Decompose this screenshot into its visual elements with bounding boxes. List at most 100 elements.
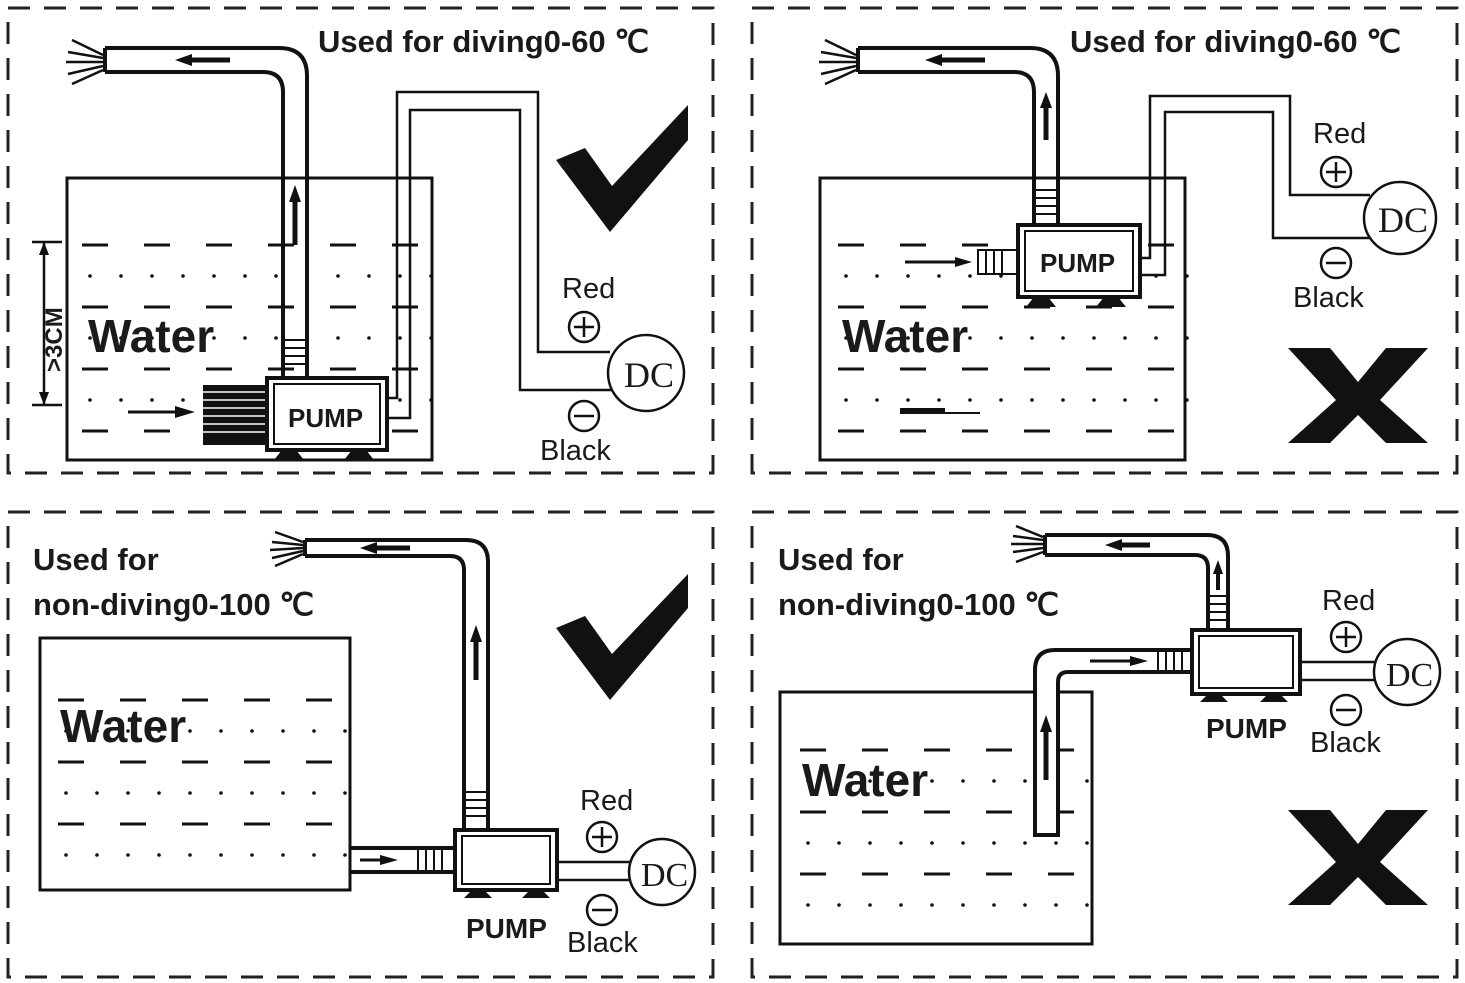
water-dot bbox=[844, 336, 848, 340]
inlet-pipe bbox=[1033, 648, 1194, 837]
panel-title-line-2: non-diving0-100 ℃ bbox=[778, 587, 1059, 622]
water-dot bbox=[1185, 274, 1189, 278]
inlet-flow-arrow bbox=[905, 257, 972, 267]
water-dot bbox=[157, 791, 161, 795]
water-dot bbox=[1023, 779, 1027, 783]
water-dot bbox=[181, 398, 185, 402]
panel-title-line-1: Used for bbox=[33, 542, 159, 577]
water-dot bbox=[806, 841, 810, 845]
water-dot bbox=[150, 336, 154, 340]
panel-frame bbox=[750, 510, 1459, 979]
water-dot bbox=[367, 336, 371, 340]
water-dot bbox=[281, 729, 285, 733]
water-dot bbox=[930, 903, 934, 907]
water-dot bbox=[250, 853, 254, 857]
water-label: Water bbox=[60, 700, 186, 752]
power-cable bbox=[1140, 94, 1375, 277]
water-dot bbox=[95, 791, 99, 795]
water-dot bbox=[999, 336, 1003, 340]
panel-title-line-2: non-diving0-100 ℃ bbox=[33, 587, 314, 622]
panel-frame bbox=[6, 510, 715, 979]
water-dot bbox=[930, 841, 934, 845]
black-wire-label: Black bbox=[567, 927, 638, 959]
outlet-pipe bbox=[303, 538, 490, 830]
water-dot bbox=[1054, 903, 1058, 907]
minus-circle-icon bbox=[585, 893, 619, 927]
water-dot bbox=[398, 274, 402, 278]
plus-circle-icon bbox=[585, 820, 619, 854]
water-dot bbox=[906, 336, 910, 340]
water-dot bbox=[1023, 841, 1027, 845]
red-wire-label: Red bbox=[580, 785, 633, 817]
checkmark-icon bbox=[556, 574, 688, 700]
water-dot bbox=[181, 274, 185, 278]
water-dot bbox=[961, 779, 965, 783]
water-dot bbox=[95, 729, 99, 733]
red-wire-label: Red bbox=[1322, 585, 1375, 617]
water-dot bbox=[88, 336, 92, 340]
water-dot bbox=[837, 903, 841, 907]
water-dot bbox=[343, 791, 347, 795]
panel-top-left: Used for diving0-60 ℃ Water >3CM bbox=[6, 6, 715, 475]
power-cable bbox=[1300, 660, 1378, 682]
outlet-pipe bbox=[856, 46, 1060, 225]
water-spray-icon bbox=[1011, 524, 1044, 564]
water-dot bbox=[992, 841, 996, 845]
water-dot bbox=[250, 729, 254, 733]
pump-body: PUMP bbox=[1016, 223, 1142, 307]
dc-power-source: DC bbox=[627, 837, 697, 907]
water-dot bbox=[429, 398, 433, 402]
water-dot bbox=[212, 274, 216, 278]
water-dot bbox=[1123, 398, 1127, 402]
water-dot bbox=[250, 791, 254, 795]
panel-frame bbox=[6, 6, 715, 475]
water-dot bbox=[188, 853, 192, 857]
panel-title: Used for diving0-60 ℃ bbox=[1070, 24, 1401, 59]
water-dot bbox=[119, 398, 123, 402]
water-dot bbox=[868, 779, 872, 783]
cross-icon bbox=[1288, 810, 1428, 905]
water-dot bbox=[1061, 398, 1065, 402]
outlet-pipe bbox=[103, 46, 309, 378]
water-dot bbox=[1092, 398, 1096, 402]
black-wire-label: Black bbox=[540, 435, 611, 467]
water-dot bbox=[188, 729, 192, 733]
water-dot bbox=[367, 274, 371, 278]
water-dot bbox=[906, 398, 910, 402]
water-dot bbox=[343, 729, 347, 733]
pump-label: PUMP bbox=[288, 403, 363, 433]
water-spray-icon bbox=[66, 38, 104, 86]
water-dot bbox=[1123, 336, 1127, 340]
water-dot bbox=[88, 398, 92, 402]
water-dot bbox=[181, 336, 185, 340]
water-dot bbox=[930, 779, 934, 783]
water-dot bbox=[1185, 398, 1189, 402]
water-dot bbox=[212, 336, 216, 340]
minus-circle-icon bbox=[1329, 693, 1363, 727]
water-dot bbox=[968, 398, 972, 402]
water-dot bbox=[961, 903, 965, 907]
inlet-strainer bbox=[203, 385, 268, 445]
inlet-flow-arrow bbox=[128, 406, 195, 418]
water-dot bbox=[88, 274, 92, 278]
water-dot bbox=[999, 398, 1003, 402]
water-dot bbox=[274, 274, 278, 278]
red-wire-label: Red bbox=[1313, 118, 1366, 150]
water-dot bbox=[868, 903, 872, 907]
water-dot bbox=[937, 274, 941, 278]
dc-label: DC bbox=[641, 857, 688, 894]
water-dot bbox=[157, 729, 161, 733]
water-dot bbox=[1085, 841, 1089, 845]
water-dot bbox=[806, 903, 810, 907]
water-dot bbox=[150, 274, 154, 278]
water-dot bbox=[906, 274, 910, 278]
water-dot bbox=[1185, 336, 1189, 340]
water-label: Water bbox=[88, 310, 214, 362]
water-dot bbox=[1085, 779, 1089, 783]
water-dot bbox=[429, 274, 433, 278]
water-dot bbox=[1061, 336, 1065, 340]
water-dot bbox=[899, 779, 903, 783]
water-dot bbox=[219, 853, 223, 857]
water-dot bbox=[868, 841, 872, 845]
